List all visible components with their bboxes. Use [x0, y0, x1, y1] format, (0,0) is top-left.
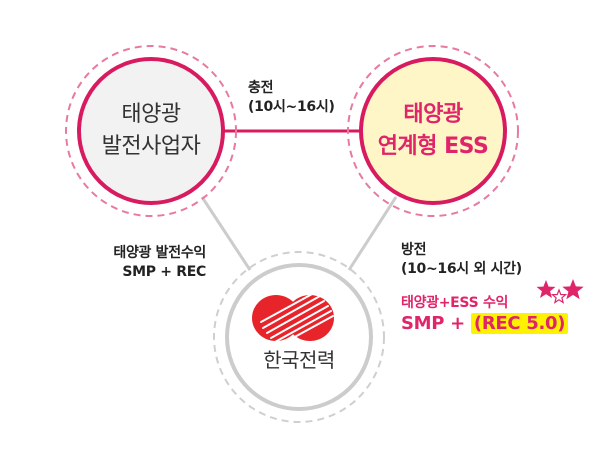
solar-revenue-label: 태양광 발전수익 SMP + REC	[86, 244, 206, 282]
solar-revenue-label-line2: SMP + REC	[122, 264, 206, 280]
ess-revenue-rec-highlight: (REC 5.0)	[470, 313, 569, 334]
kepco-label: 한국전력	[263, 344, 335, 376]
kepco-logo	[252, 292, 334, 346]
solar-ess-label-line1: 태양광	[403, 102, 463, 127]
star-icon-left	[536, 280, 556, 298]
star-icon-outline	[550, 288, 568, 304]
solar-ess-label-line2: 연계형 ESS	[377, 134, 489, 159]
solar-producer-label: 태양광 발전사업자	[102, 99, 201, 163]
solar-to-kepco-connector	[200, 196, 252, 271]
solar-ess-node: 태양광 연계형 ESS	[361, 59, 505, 203]
ess-to-kepco-connector	[347, 196, 398, 271]
discharge-label-line2: (10~16시 외 시간)	[401, 261, 522, 277]
ess-revenue-title: 태양광+ESS 수익	[401, 295, 509, 311]
stars-icon	[536, 279, 584, 304]
charge-label: 충전 (10시~16시)	[248, 79, 335, 117]
solar-revenue-label-line1: 태양광 발전수익	[113, 245, 206, 261]
kepco-label-text: 한국전력	[263, 348, 335, 372]
kepco-node: 한국전력	[227, 318, 371, 394]
discharge-label: 방전 (10~16시 외 시간)	[401, 241, 522, 279]
solar-producer-node: 태양광 발전사업자	[79, 59, 223, 203]
solar-producer-circle	[77, 57, 225, 205]
charge-label-line1: 충전	[248, 80, 274, 96]
ess-revenue-value: SMP + (REC 5.0)	[401, 313, 569, 334]
solar-ess-outer-ring	[347, 45, 519, 217]
solar-producer-label-line2: 발전사업자	[101, 134, 201, 159]
charge-label-line2: (10시~16시)	[248, 99, 335, 115]
solar-ess-label: 태양광 연계형 ESS	[378, 99, 489, 163]
ess-revenue-smp: SMP +	[401, 313, 471, 334]
kepco-outer-ring	[213, 251, 385, 423]
star-icon-right	[562, 279, 584, 300]
discharge-label-line1: 방전	[401, 242, 427, 258]
solar-producer-outer-ring	[65, 45, 237, 217]
solar-ess-circle	[359, 57, 507, 205]
solar-producer-label-line1: 태양광	[121, 102, 181, 127]
